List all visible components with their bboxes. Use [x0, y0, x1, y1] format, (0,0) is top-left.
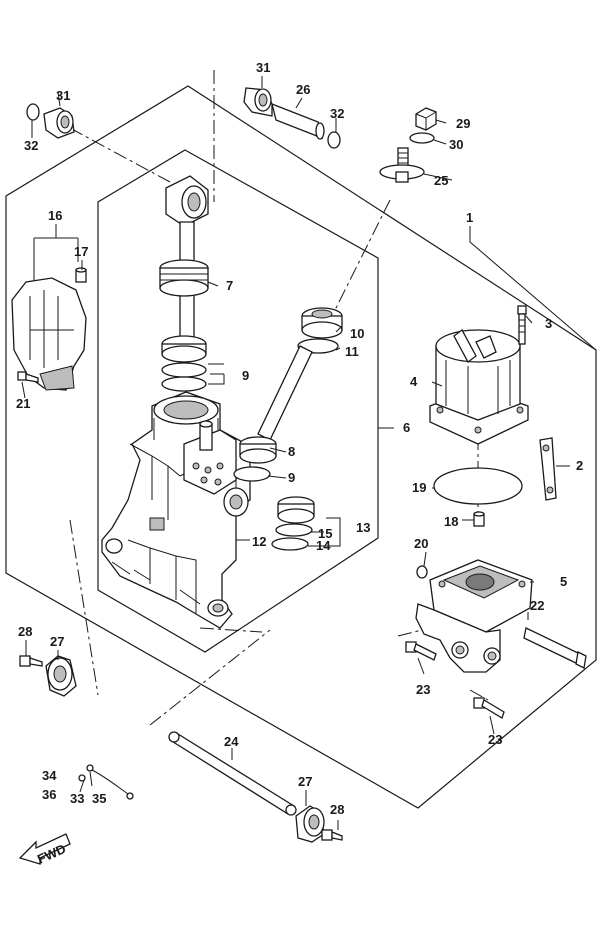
assembly-frame-inner: [97, 149, 379, 653]
label-27-bottom: 27: [298, 774, 312, 789]
cover-16: [11, 277, 87, 391]
label-23-left: 23: [416, 682, 430, 697]
label-4: 4: [410, 374, 418, 389]
label-31-left: 31: [56, 88, 70, 103]
label-21: 21: [16, 396, 30, 411]
shaft-24: [168, 731, 297, 816]
label-35: 35: [92, 791, 106, 806]
label-17: 17: [74, 244, 88, 259]
oring-20: [416, 565, 428, 579]
label-1: 1: [466, 210, 473, 225]
label-31-top: 31: [256, 60, 270, 75]
label-5: 5: [560, 574, 567, 589]
washer-32-right: [327, 131, 341, 149]
fwd-label: FWD: [35, 841, 68, 867]
label-28-left: 28: [18, 624, 32, 639]
oring-9-upper-a: [161, 362, 207, 378]
screw-3: [517, 305, 527, 345]
bushing-27-bottom: [295, 805, 325, 843]
label-27-left: 27: [50, 634, 64, 649]
label-7: 7: [226, 278, 233, 293]
label-36: 36: [42, 787, 56, 802]
label-13: 13: [356, 520, 370, 535]
leader-lines: [21, 76, 597, 830]
fwd-arrow-icon: FWD: [18, 833, 71, 867]
bolt-21: [17, 371, 39, 383]
filter-18: [473, 511, 485, 527]
oring-19: [433, 467, 523, 505]
label-15: 15: [318, 526, 332, 541]
bushing-27-left: [45, 655, 77, 697]
bolt-28-bottom: [321, 829, 343, 841]
ground-wire-33: [78, 764, 134, 800]
rod-guide-7: [159, 259, 209, 297]
oring-15: [275, 523, 313, 537]
label-18: 18: [444, 514, 458, 529]
washer-30: [409, 132, 435, 144]
label-23-right: 23: [488, 732, 502, 747]
oring-9-lower: [233, 466, 271, 482]
label-29: 29: [456, 116, 470, 131]
bolt-22: [523, 627, 587, 669]
bracket-2: [539, 437, 557, 501]
label-34: 34: [42, 768, 57, 783]
label-3: 3: [545, 316, 552, 331]
centerline-lower-bushing: [199, 627, 263, 633]
label-26: 26: [296, 82, 310, 97]
label-16: 16: [48, 208, 62, 223]
pin-26: [271, 102, 325, 140]
bolt-23-right: [473, 697, 505, 719]
label-12: 12: [252, 534, 266, 549]
label-6: 6: [403, 420, 410, 435]
label-8: 8: [288, 444, 295, 459]
cylinder-eye-top: [165, 175, 209, 227]
label-10: 10: [350, 326, 364, 341]
washer-32-left: [26, 103, 40, 121]
pump-5: [415, 559, 533, 673]
plug-10: [301, 307, 343, 339]
piston-9-upper: [161, 335, 207, 363]
label-25: 25: [434, 173, 448, 188]
centerline-pump-bolts: [397, 629, 489, 701]
nut-29: [415, 107, 437, 131]
label-20: 20: [414, 536, 428, 551]
label-28-bottom: 28: [330, 802, 344, 817]
screw-17: [75, 267, 87, 283]
bolt-28-left: [19, 655, 43, 667]
label-9-lower: 9: [288, 470, 295, 485]
oring-14: [271, 537, 309, 551]
label-22: 22: [530, 598, 544, 613]
valve-block-12: [183, 420, 249, 517]
centerline-left-bushing: [69, 127, 171, 183]
label-9-upper: 9: [242, 368, 249, 383]
label-24: 24: [224, 734, 239, 749]
bushing-31-top: [243, 87, 273, 117]
centerline-bottom-shaft: [69, 519, 271, 726]
label-11: 11: [345, 344, 359, 359]
label-32-right: 32: [330, 106, 344, 121]
assembly-frame-outer: [5, 85, 597, 809]
oring-9-upper-b: [161, 376, 207, 392]
bushing-31-left: [43, 107, 75, 139]
valve-assembly-13: [277, 496, 315, 524]
label-2: 2: [576, 458, 583, 473]
label-14: 14: [316, 538, 331, 553]
rod-8: [239, 345, 313, 464]
label-33: 33: [70, 791, 84, 806]
label-19: 19: [412, 480, 426, 495]
stud-25: [379, 147, 425, 183]
motor-4: [429, 329, 529, 445]
bolt-23-left: [405, 641, 437, 661]
label-30: 30: [449, 137, 463, 152]
label-32-left: 32: [24, 138, 38, 153]
